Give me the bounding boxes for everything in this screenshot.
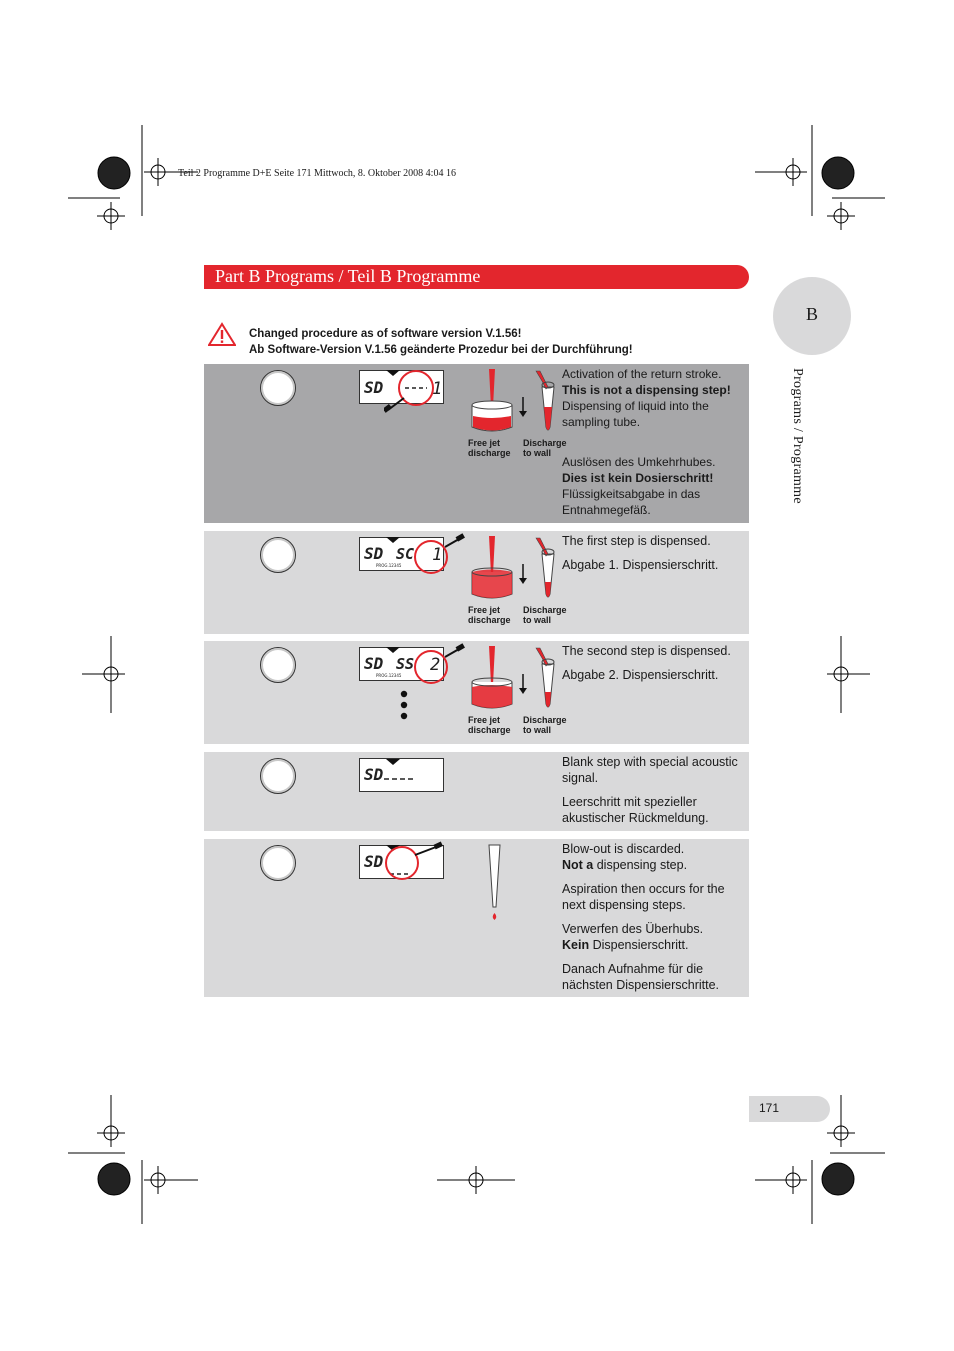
caption-free-jet: Free jet discharge: [468, 605, 511, 625]
display-prog-label: PROG.12345: [376, 673, 402, 678]
pointer-triangle-icon: [386, 759, 400, 765]
caption-free-jet: Free jet discharge: [468, 438, 511, 458]
step-row-5: SD Blow-out is discarded. Not a dispensi…: [204, 839, 749, 997]
row-4-en: Blank step with special acoustic signal.: [562, 755, 738, 785]
row-1-de-bold: Dies ist kein Dosierschritt!: [562, 471, 714, 485]
caption-wall-l2: to wall: [523, 615, 552, 625]
page-number-tab: 171: [749, 1096, 830, 1122]
caption-free-jet-l2: discharge: [468, 725, 511, 735]
display-panel: SD SC PROG.12345 1: [359, 537, 444, 571]
display-panel: SD SS PROG.12345 2: [359, 647, 444, 681]
warning-text: Changed procedure as of software version…: [249, 326, 633, 358]
chapter-letter: B: [805, 304, 818, 324]
display-panel: SD: [359, 845, 444, 879]
side-title: Programs / Programme: [790, 368, 805, 504]
row-4-de: Leerschritt mit spezieller akustischer R…: [562, 795, 709, 825]
dispense-button-icon: [260, 758, 296, 794]
step-row-2: SD SC PROG.12345 1 Free jet discharge Di…: [204, 531, 749, 634]
pipette-dispensing-icon: [471, 369, 555, 432]
dispense-button-icon: [260, 370, 296, 406]
row-5-en-rest: dispensing step.: [593, 858, 688, 872]
highlight-circle-icon: [384, 370, 434, 413]
pipette-dispensing-icon: [471, 646, 555, 709]
caption-free-jet-l2: discharge: [468, 448, 511, 458]
row-3-text: The second step is dispensed. Abgabe 2. …: [562, 643, 747, 691]
row-2-en: The first step is dispensed.: [562, 534, 711, 548]
row-4-text: Blank step with special acoustic signal.…: [562, 754, 747, 834]
display-screen-icon: SD: [364, 765, 416, 784]
warning-icon: [208, 322, 236, 346]
section-banner: Part B Programs / Teil B Programme: [204, 265, 749, 289]
caption-free-jet-l1: Free jet: [468, 605, 501, 615]
caption-wall-l1: Discharge: [523, 438, 567, 448]
display-sd-label: SD: [364, 654, 384, 673]
step-row-1: SD 1 Free jet discharge Discharge to wal…: [204, 364, 749, 523]
display-panel: SD: [359, 758, 444, 792]
highlight-circle-icon: [386, 533, 465, 574]
row-5-de-aspiration: Danach Aufnahme für die nächsten Dispens…: [562, 962, 720, 992]
row-5-en-line: Blow-out is discarded.: [562, 842, 685, 856]
highlight-circle-icon: [385, 841, 443, 880]
caption-wall-l2: to wall: [523, 448, 552, 458]
chapter-tab: B: [773, 277, 851, 355]
caption-wall-l1: Discharge: [523, 605, 567, 615]
row-3-en: The second step is dispensed.: [562, 644, 731, 658]
display-mode-label: SC: [396, 545, 414, 563]
display-screen-icon: SD SS PROG.12345 2: [364, 654, 440, 678]
page-number: 171: [759, 1101, 780, 1115]
section-title: Part B Programs / Teil B Programme: [215, 266, 481, 286]
row-5-de-rest: Dispensierschritt.: [589, 938, 689, 952]
step-row-4: SD Blank step with special acoustic sign…: [204, 752, 749, 831]
row-2-text: The first step is dispensed. Abgabe 1. D…: [562, 533, 747, 581]
caption-wall: Discharge to wall: [523, 438, 567, 458]
caption-free-jet-l1: Free jet: [468, 438, 501, 448]
display-sd-label: SD: [364, 544, 384, 563]
row-1-de-line: Auslösen des Umkehrhubes.: [562, 455, 716, 469]
caption-wall-l2: to wall: [523, 725, 552, 735]
row-1-en-desc: Dispensing of liquid into the sampling t…: [562, 399, 709, 429]
pipette-dispensing-icon: [471, 536, 555, 599]
row-5-en-bold: Not a: [562, 858, 594, 872]
display-sd-label: SD: [364, 378, 384, 397]
row-1-text: Activation of the return stroke. This is…: [562, 366, 747, 518]
display-mode-label: SS: [396, 655, 414, 673]
caption-free-jet-l1: Free jet: [468, 715, 501, 725]
row-1-en-line: Activation of the return stroke.: [562, 367, 722, 381]
display-screen-icon: SD SC PROG.12345 1: [364, 544, 442, 568]
pipette-tip-icon: [488, 844, 501, 920]
row-5-text: Blow-out is discarded. Not a dispensing …: [562, 841, 747, 1001]
row-5-de-line: Verwerfen des Überhubs.: [562, 922, 704, 936]
display-screen-icon: SD 1: [364, 378, 442, 399]
display-step-number: 1: [432, 379, 442, 399]
row-5-en-aspiration: Aspiration then occurs for the next disp…: [562, 882, 725, 912]
caption-free-jet: Free jet discharge: [468, 715, 511, 735]
step-row-3: SD SS PROG.12345 2 Free jet discharge Di…: [204, 641, 749, 744]
display-sd-label: SD: [364, 852, 384, 871]
caption-wall-l1: Discharge: [523, 715, 567, 725]
warning-line-en: Changed procedure as of software version…: [249, 328, 522, 340]
dispense-button-icon: [260, 647, 296, 683]
display-sd-label: SD: [364, 765, 384, 784]
row-5-de-bold: Kein: [562, 938, 590, 952]
dispense-button-icon: [260, 537, 296, 573]
print-header-note: Teil 2 Programme D+E Seite 171 Mittwoch,…: [178, 168, 456, 179]
display-screen-icon: SD: [364, 852, 410, 875]
display-step-number: 2: [430, 655, 440, 675]
caption-free-jet-l2: discharge: [468, 615, 511, 625]
row-2-de: Abgabe 1. Dispensierschritt.: [562, 558, 719, 572]
highlight-circle-icon: [386, 643, 465, 720]
display-step-number: 1: [432, 545, 442, 565]
row-1-en-bold: This is not a dispensing step!: [562, 383, 731, 397]
dispense-button-icon: [260, 845, 296, 881]
row-3-de: Abgabe 2. Dispensierschritt.: [562, 668, 719, 682]
caption-wall: Discharge to wall: [523, 715, 567, 735]
row-1-de-desc: Flüssigkeitsabgabe in das Entnahmegefäß.: [562, 487, 701, 517]
display-prog-label: PROG.12345: [376, 563, 402, 568]
warning-line-de: Ab Software-Version V.1.56 geänderte Pro…: [249, 344, 633, 356]
caption-wall: Discharge to wall: [523, 605, 567, 625]
